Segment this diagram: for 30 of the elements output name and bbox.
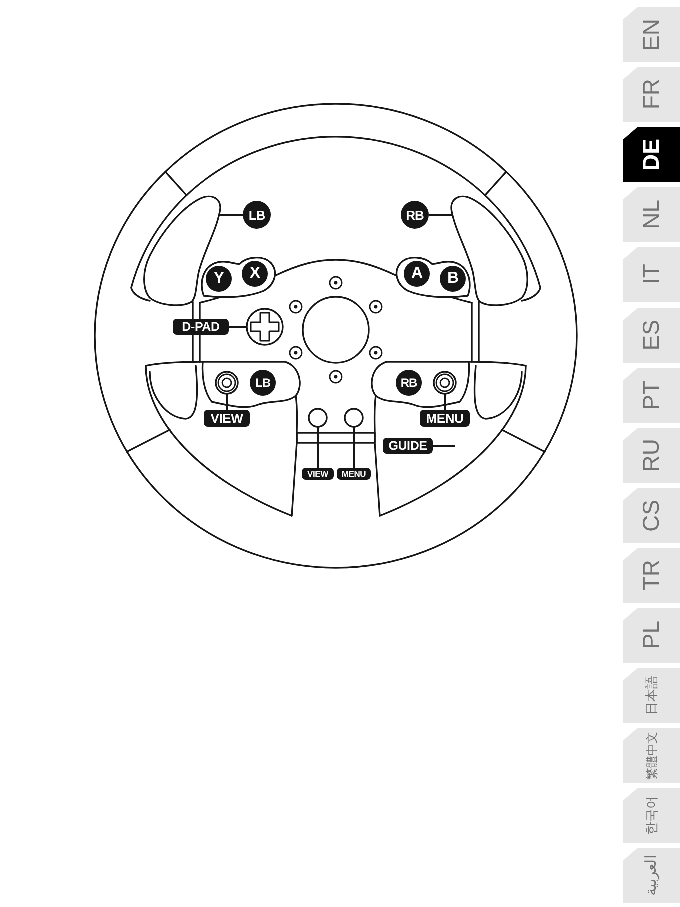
leader-line: [317, 427, 319, 468]
callout-label: VIEW: [302, 468, 334, 480]
d-pad: [246, 308, 284, 346]
leader-line: [220, 214, 243, 216]
language-tab: NL: [623, 187, 680, 242]
leader-line: [433, 445, 455, 447]
language-tab: 한국어: [623, 788, 680, 843]
language-tab: CS: [623, 488, 680, 543]
language-tab: العربية: [623, 848, 680, 903]
callout-label: MENU: [420, 410, 470, 427]
callout-label: VIEW: [204, 410, 250, 427]
language-tab: TR: [623, 548, 680, 603]
language-tab: 繁體中文: [623, 728, 680, 783]
leader-line: [429, 214, 452, 216]
callout-label: GUIDE: [383, 438, 433, 454]
language-tab: RU: [623, 428, 680, 483]
language-tab: ES: [623, 308, 680, 363]
language-tab: 日本語: [623, 668, 680, 723]
leader-line: [229, 326, 247, 328]
leader-line: [353, 427, 355, 468]
language-tab: FR: [623, 67, 680, 122]
language-tab: EN: [623, 7, 680, 62]
leader-line: [226, 394, 228, 410]
callout-label: MENU: [337, 468, 371, 480]
language-tab: IT: [623, 247, 680, 302]
leader-line: [444, 394, 446, 410]
language-tab: PT: [623, 368, 680, 423]
language-tab: PL: [623, 608, 680, 663]
language-tab: DE: [623, 127, 680, 182]
callout-label: D-PAD: [173, 319, 229, 335]
